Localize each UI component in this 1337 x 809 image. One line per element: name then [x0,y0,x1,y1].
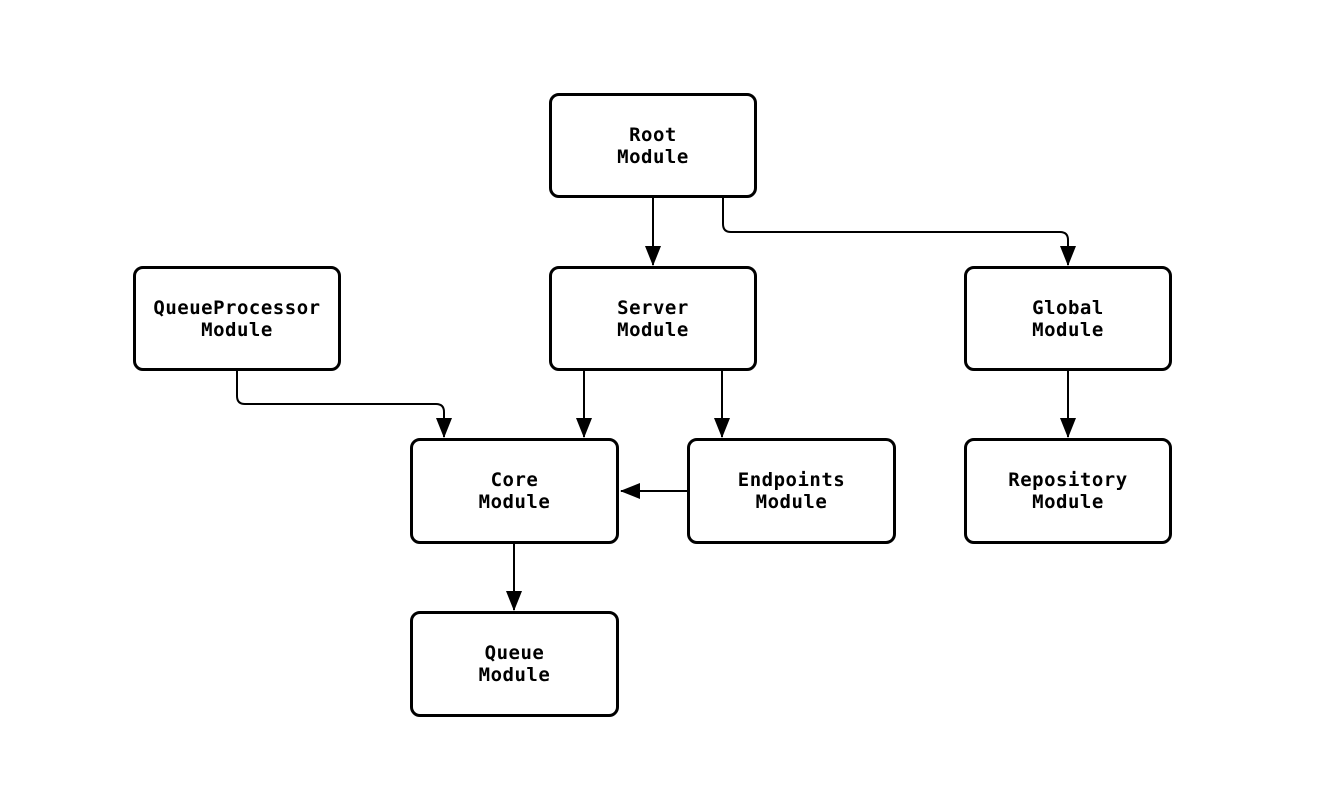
node-label-line: Server [617,296,689,319]
edge-queueprocessor-to-core [236,371,452,438]
node-label-line: Module [617,145,689,168]
node-label-line: Root [629,123,677,146]
node-label-line: Global [1032,296,1104,319]
node-label-line: Module [478,491,551,513]
node-label-line: Module [478,664,551,686]
node-label-line: Queue [484,642,545,664]
node-label-line: Core [490,469,539,491]
node-label-line: Module [755,491,828,513]
edges-group [236,198,1076,611]
node-label-line: Module [1032,491,1104,513]
node-label-line: QueueProcessor [153,296,321,319]
node-label-line: Module [201,318,273,341]
node-label-line: Module [617,318,689,341]
node-label-line: Endpoints [737,469,846,491]
node-label-line: Module [1032,318,1104,341]
node-label-line: Repository [1008,469,1128,491]
edge-root-to-global [722,198,1076,266]
